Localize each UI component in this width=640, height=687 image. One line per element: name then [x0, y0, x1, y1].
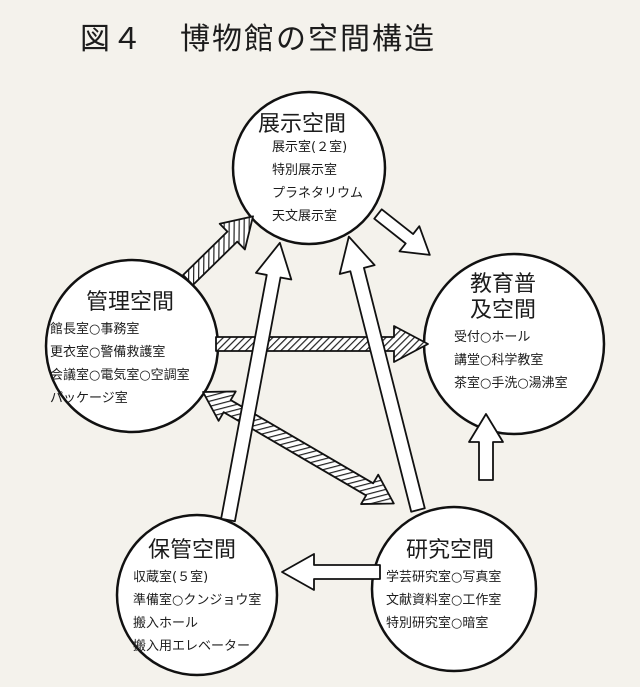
display-item: 展示室(２室) — [272, 140, 348, 155]
research-space-circle — [370, 505, 538, 673]
storage-item: 搬入ホール — [133, 616, 199, 631]
storage-space-circle — [115, 513, 279, 677]
management-space-title: 管理空間 — [86, 290, 175, 315]
research-item: 文献資料室○工作室 — [386, 593, 502, 608]
display-item: 特別展示室 — [272, 163, 338, 178]
management-to-education-arrow — [215, 325, 429, 363]
storage-to-display-arrow — [220, 241, 293, 523]
display-to-education-arrow — [373, 208, 431, 256]
education-space-title-line1: 教育普 — [470, 272, 537, 297]
figure-title-text: 博物館の空間構造 — [180, 22, 436, 57]
storage-item: 収蔵室(５室) — [133, 570, 209, 585]
research-to-display-arrow — [338, 235, 426, 513]
storage-item: 準備室○クンジョウ室 — [133, 593, 262, 608]
storage-item: 搬入用エレベーター — [133, 639, 251, 654]
figure-title: 図４ 博物館の空間構造 — [80, 14, 436, 58]
research-to-education-arrow — [468, 413, 504, 481]
management-item: パッケージ室 — [50, 391, 128, 406]
research-space-title: 研究空間 — [406, 538, 495, 563]
management-to-display-arrow — [182, 215, 254, 286]
management-item: 会議室○電気室○空調室 — [50, 368, 190, 383]
storage-space-title: 保管空間 — [148, 538, 237, 563]
figure-number: 図４ — [80, 22, 144, 57]
education-space-title-line2: 及空間 — [470, 298, 537, 323]
display-space-title: 展示空間 — [258, 112, 347, 137]
display-space-circle — [231, 90, 387, 246]
education-item: 茶室○手洗○湯沸室 — [454, 376, 568, 391]
research-to-storage-arrow — [281, 553, 381, 591]
display-item: プラネタリウム — [272, 186, 364, 201]
research-item: 特別研究室○暗室 — [386, 616, 489, 631]
display-item: 天文展示室 — [272, 209, 338, 224]
management-item: 更衣室○警備救護室 — [50, 345, 166, 360]
management-item: 館長室○事務室 — [50, 322, 140, 337]
education-item: 受付○ホール — [454, 330, 531, 345]
education-item: 講堂○科学教室 — [454, 353, 544, 368]
research-item: 学芸研究室○写真室 — [386, 570, 502, 585]
